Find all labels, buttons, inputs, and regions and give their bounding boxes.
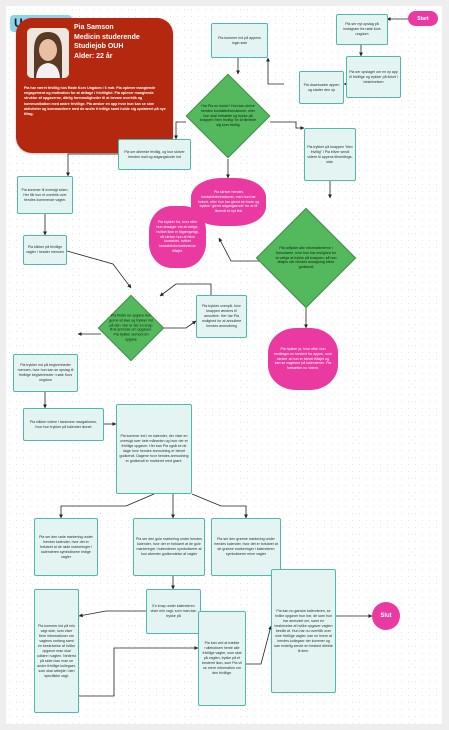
note-confirmation: Pia trykker ja, hvor efter hun modtager … — [268, 328, 338, 390]
persona-age: Alder: 22 år — [74, 52, 113, 60]
step-click-link: Pia ser opslaget om en ny app til frivil… — [346, 56, 401, 98]
end-terminal: Slut — [372, 602, 400, 630]
step-download-app: Pia downloader appen og starter den op — [299, 71, 344, 104]
persona-description: Pia har været frivillig hos Røde Kors Un… — [24, 86, 166, 117]
step-red-marking: Pia ser den røde markering under hendes … — [34, 518, 98, 576]
step-events-menu: Pia trykker ind på begivenheder menuen, … — [13, 354, 78, 392]
edge-d1-s5 — [174, 121, 186, 140]
step-green-marking: Pia ser den grønne markering under hende… — [211, 518, 281, 576]
step-become-volunteer: Pia trykker på knappen "blev frivillig" … — [304, 128, 356, 181]
decision-fill-form: Pia udfylder alle informationerne i form… — [255, 207, 357, 309]
edge-d3-s10 — [163, 320, 197, 329]
step-yellow-marking: Pia ser den gule markering under hendes … — [133, 518, 205, 576]
persona-avatar — [27, 28, 69, 78]
step-scroll-colleagues: Pia kan ved at trække rulleboksen hente … — [198, 611, 246, 706]
step-login-page: Pia kommer ind på appens login side — [211, 23, 268, 58]
step-overview-page: Pia kommer til oversigt siden. Her får h… — [17, 176, 73, 214]
edge-s4-s2 — [266, 57, 284, 85]
flow-canvas: User flow Pia Samson Medicin studerende … — [6, 6, 442, 724]
step-my-shift-button: En knap under kalenderen viser min vagt,… — [146, 589, 201, 634]
edge-s8-d3 — [66, 250, 132, 289]
edge-d1-s6 — [270, 121, 305, 130]
note-wrong-login: Pia skriver hendes kontaktinformationer,… — [191, 178, 266, 226]
note-not-available: Pia trykker fra, hvor efter hun ansøger … — [149, 206, 206, 268]
start-terminal: Start — [408, 11, 438, 26]
edge-s12-s15 — [191, 493, 248, 519]
edge-s16-s18 — [79, 646, 199, 697]
persona-details: Pia Samson Medicin studerende Studiejob … — [74, 23, 169, 61]
step-cancel-request: Pia trykker ovenpå, hvor knappen ændres … — [196, 295, 247, 338]
step-see-instagram-post: Pia ser nyt opslag på instagram fra røde… — [336, 14, 388, 45]
edge-s18-s19 — [246, 625, 273, 665]
edge-s10-d3 — [159, 283, 212, 301]
step-my-shift-page: Pia kommer ind på min vagt side, som vis… — [34, 589, 79, 713]
step-existing-volunteer-login: Pia ser allerede frivillig, og hun skriv… — [118, 139, 191, 170]
edge-s5-s7 — [66, 153, 118, 177]
step-calendar-icon: Pia klikker videre i fastomne navigation… — [23, 408, 104, 441]
persona-name: Pia Samson — [74, 24, 114, 31]
step-volunteer-shifts-menu: Pia klikker på frivillige vagter i heade… — [23, 235, 67, 265]
decision-has-account: Har Pia en konto? Hun kan skrive hendes … — [185, 73, 271, 159]
step-calendar-overview: Pia kommer ind i en kalender, der viser … — [116, 404, 192, 494]
persona-school: Studiejob OUH — [74, 43, 124, 50]
edge-s12-s13 — [59, 493, 155, 519]
decision-request-task: Pia finder en opgave hun gerne vil lave … — [97, 294, 165, 362]
edge-s17-s16 — [78, 610, 146, 618]
persona-role: Medicin studerende — [74, 33, 140, 41]
step-final-overview: Pia kan nu ganske kalenderen, se hvilke … — [271, 569, 336, 693]
persona-card: Pia Samson Medicin studerende Studiejob … — [16, 18, 173, 153]
